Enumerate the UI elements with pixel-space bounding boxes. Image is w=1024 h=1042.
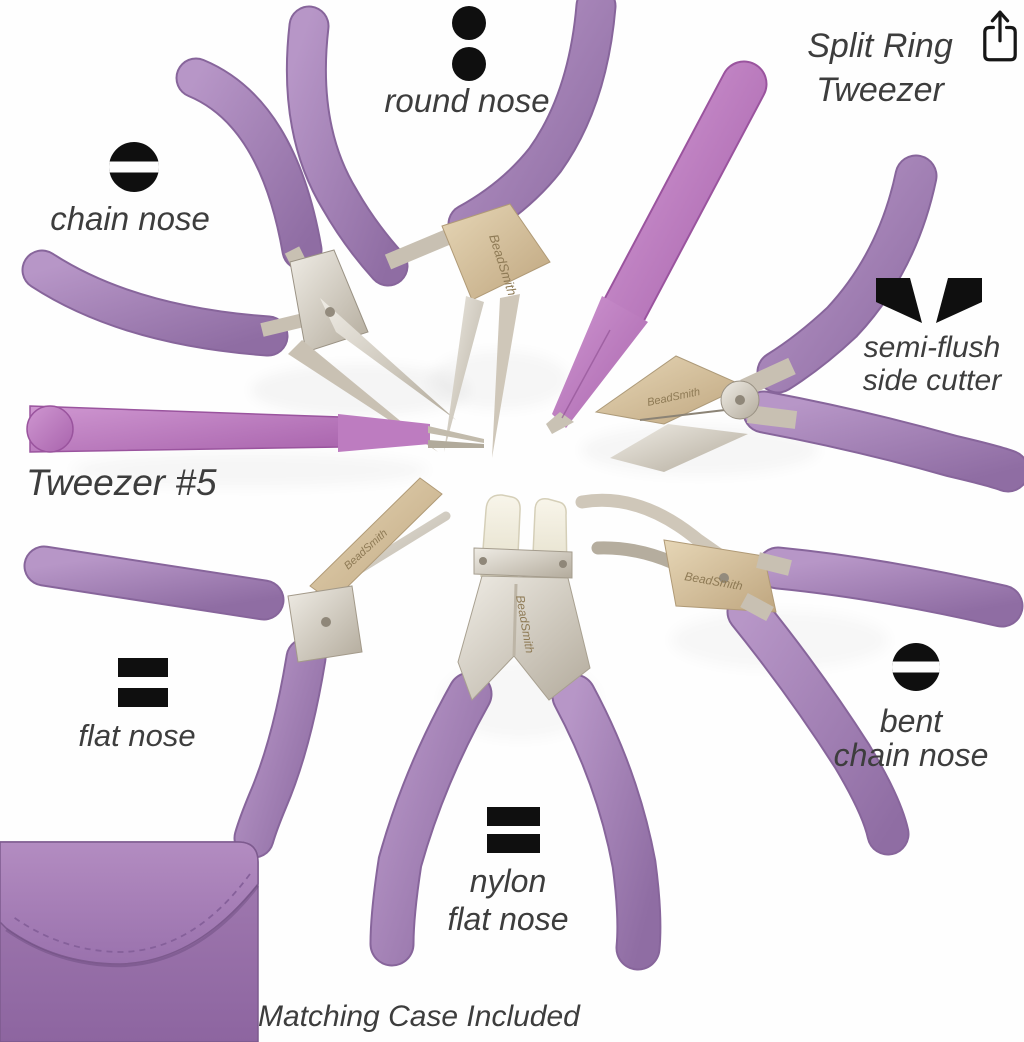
label-line: Split Ring bbox=[807, 27, 953, 65]
side-cutter-triangles-icon bbox=[876, 278, 982, 323]
label-line: bent bbox=[879, 703, 943, 739]
label-nylon-flat-nose: nylon flat nose bbox=[428, 862, 588, 938]
matching-case bbox=[0, 841, 259, 1042]
label-line: nylon bbox=[469, 863, 547, 899]
bent-chain-nose-pliers: BeadSmith bbox=[575, 493, 1024, 856]
tweezer-5 bbox=[26, 405, 484, 453]
chain-nose-circle-stripe-icon bbox=[109, 142, 159, 192]
label-line: semi-flush bbox=[863, 331, 1001, 364]
split-ring-tweezer bbox=[546, 60, 768, 434]
nylon-flat-nose-pliers: BeadSmith bbox=[369, 494, 662, 971]
round-nose-dot-icon bbox=[452, 47, 486, 81]
round-nose-dot-icon bbox=[452, 6, 486, 40]
label-line: Tweezer bbox=[816, 71, 944, 109]
label-chain-nose: chain nose bbox=[50, 200, 210, 237]
bent-chain-nose-circle-stripe-icon bbox=[892, 643, 940, 691]
round-nose-pliers: BeadSmith bbox=[285, 0, 617, 458]
flat-nose-pliers: BeadSmith bbox=[23, 477, 451, 859]
label-matching-case: Matching Case Included bbox=[258, 1000, 580, 1033]
label-bent-chain-nose: bent chain nose bbox=[821, 704, 1001, 772]
label-semi-flush-side-cutter: semi-flush side cutter bbox=[832, 331, 1024, 397]
stripe bbox=[109, 161, 159, 173]
label-split-ring-tweezer: Split Ring Tweezer bbox=[765, 24, 995, 112]
semi-flush-side-cutter: BeadSmith bbox=[594, 154, 1024, 493]
stripe bbox=[892, 661, 940, 673]
label-line: flat nose bbox=[447, 901, 569, 937]
nylon-flat-nose-equals-icon bbox=[487, 807, 540, 853]
share-icon[interactable] bbox=[981, 8, 1019, 64]
label-flat-nose: flat nose bbox=[78, 718, 196, 753]
label-round-nose: round nose bbox=[384, 82, 550, 119]
label-line: chain nose bbox=[833, 737, 989, 773]
flat-nose-equals-icon bbox=[118, 658, 168, 707]
label-tweezer-5: Tweezer #5 bbox=[26, 462, 217, 503]
label-line: side cutter bbox=[862, 364, 1002, 397]
